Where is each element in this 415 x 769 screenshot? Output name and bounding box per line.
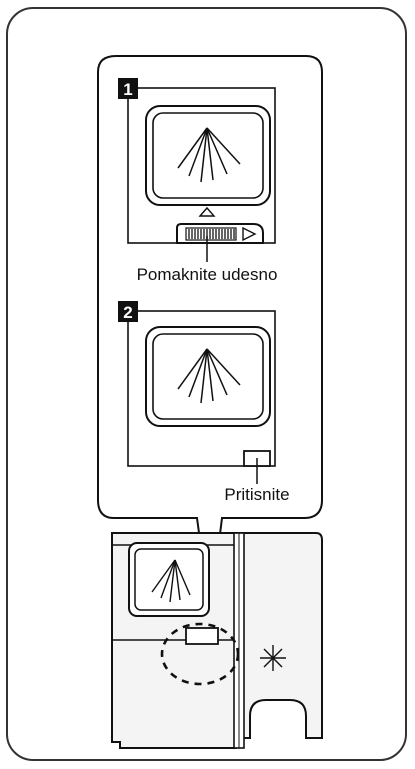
spray-lines-icon [151, 559, 191, 603]
step-1-window-outer [145, 105, 271, 206]
step-2-badge [118, 301, 138, 322]
step-1-caption: Pomaknite udesno [137, 265, 278, 284]
step-2-border [127, 310, 276, 467]
sparkle-icon [260, 645, 286, 671]
highlight-circle [160, 622, 240, 686]
slider-latch[interactable] [176, 223, 264, 244]
step-2-window-inner [152, 333, 264, 420]
step-2-number: 2 [123, 303, 132, 322]
step-1-badge [118, 78, 138, 99]
dispenser-release-button[interactable] [185, 627, 219, 645]
spray-lines-icon [177, 127, 241, 183]
step-2-window-outer [145, 326, 271, 427]
spray-lines-icon [177, 348, 241, 404]
step-1-window-inner [152, 112, 264, 199]
dispenser-window-inner [134, 548, 204, 611]
step-1-number: 1 [123, 80, 132, 99]
dispenser-assembly [111, 532, 323, 749]
dispenser-window-outer [128, 542, 210, 617]
step-2-caption: Pritisnite [224, 485, 289, 504]
step-1-panel: 1 [118, 78, 277, 284]
step-2-panel: 2 Pritisnite [118, 301, 290, 504]
triangle-arrow-icon [198, 206, 216, 217]
